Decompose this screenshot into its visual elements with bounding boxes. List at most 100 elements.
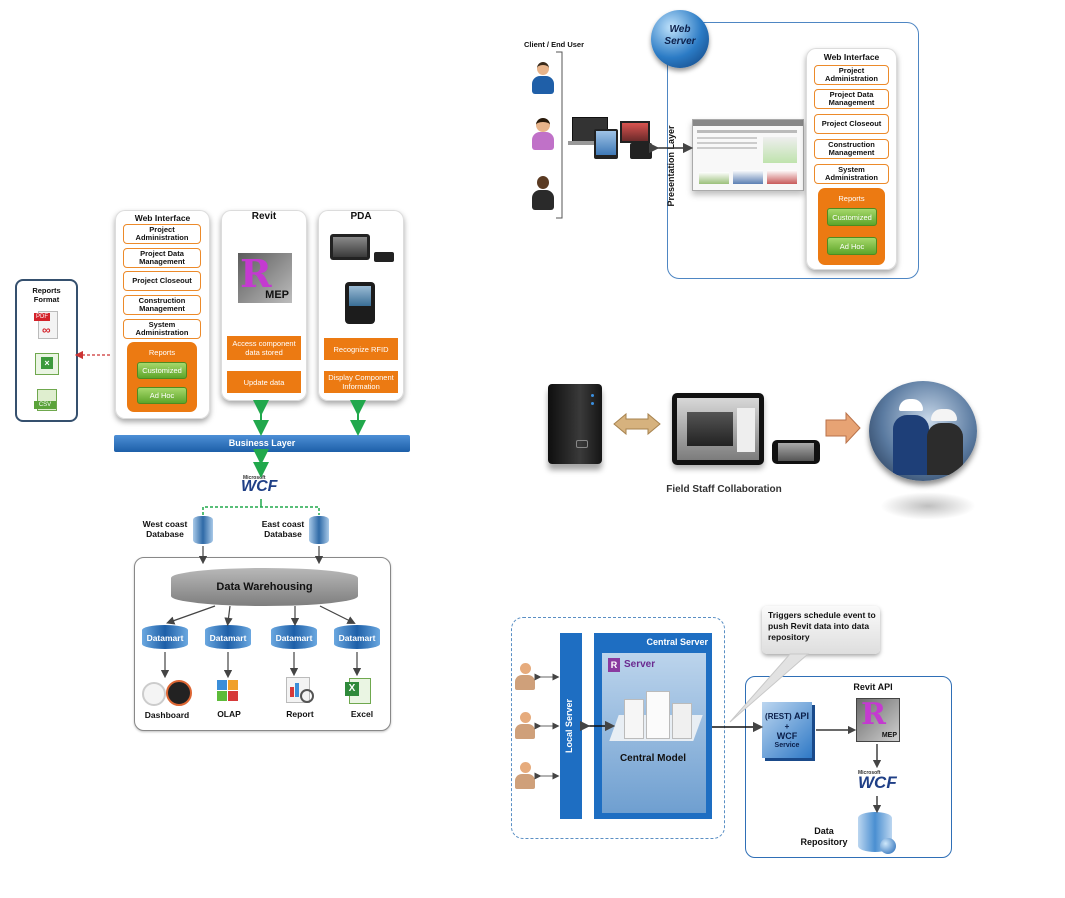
central-server-label: Central Server <box>646 637 708 647</box>
wcf-logo-left: Microsoft WCF <box>233 475 289 497</box>
field-photo-shadow <box>880 492 976 520</box>
west-db-icon <box>193 516 213 544</box>
field-staff-collaboration-label: Field Staff Collaboration <box>666 484 782 495</box>
dashboard-icon <box>140 680 192 706</box>
recognize-rfid-bar: Recognize RFID <box>324 338 398 360</box>
wcf-db-link <box>202 506 320 515</box>
field-phone-icon <box>772 440 820 464</box>
pda-device-icon <box>345 282 375 324</box>
web-interface-panel-left: Web Interface Project Administration Pro… <box>115 210 210 419</box>
access-component-data-bar: Access component data stored <box>227 336 301 360</box>
customized-button[interactable]: Customized <box>137 362 187 379</box>
client-end-user-label: Client / End User <box>523 40 584 49</box>
field-tablet-icon <box>672 393 764 465</box>
wi-item-project-administration[interactable]: Project Administration <box>123 224 201 244</box>
device-staff-arrow <box>825 411 861 445</box>
revit-api-logo: R MEP <box>856 697 900 742</box>
web-interface-title-right: Web Interface <box>823 52 880 62</box>
wi-item-construction-management[interactable]: Construction Management <box>123 295 201 315</box>
pdf-label: PDF <box>34 313 50 321</box>
olap-icon <box>215 678 243 704</box>
revit-mep-text: MEP <box>265 289 289 301</box>
phone-icon <box>374 252 394 262</box>
reports-label: Reports <box>148 348 176 357</box>
adhoc-button[interactable]: Ad Hoc <box>137 387 187 404</box>
server-tablet-double-arrow <box>613 412 661 436</box>
reports-box-right: Reports Customized Ad Hoc <box>818 188 885 265</box>
wi-item-project-closeout[interactable]: Project Closeout <box>123 271 201 291</box>
local-server-bar: Local Server <box>560 633 582 819</box>
rest-api-wcf-box: (REST) API + WCF Service <box>762 702 812 758</box>
central-model-label: Central Model <box>619 753 687 764</box>
api-label: API <box>793 711 809 721</box>
pdf-icon: PDF ∞ <box>34 311 58 339</box>
east-coast-db-label: East coast Database <box>261 519 305 539</box>
data-warehousing-cylinder: Data Warehousing <box>171 568 358 606</box>
customized-button-right[interactable]: Customized <box>827 208 877 226</box>
data-repository-icon <box>858 812 896 854</box>
tablet-icon <box>330 234 370 260</box>
client-devices-icon <box>568 113 654 161</box>
local-user-icon-3 <box>515 762 535 790</box>
output-excel-label: Excel <box>350 709 374 719</box>
trigger-callout: Triggers schedule event to push Revit da… <box>762 606 880 654</box>
datamart-1: Datamart <box>142 625 188 649</box>
web-server-globe: Web Server <box>651 10 709 68</box>
east-db-icon <box>309 516 329 544</box>
excel-output-icon: X <box>345 676 373 704</box>
data-repository-label: Data Repository <box>800 826 848 847</box>
web-interface-title: Web Interface <box>134 213 191 223</box>
update-data-bar: Update data <box>227 371 301 393</box>
csv-icon: CSV <box>34 387 60 413</box>
trigger-callout-text: Triggers schedule event to push Revit da… <box>768 610 876 642</box>
wcf-right-microsoft-label: Microsoft <box>858 770 881 776</box>
wcf-box-label: WCF <box>776 731 798 741</box>
field-staff-photo <box>869 381 977 481</box>
wcf-label: WCF <box>241 478 278 495</box>
reports-format-panel: Reports Format PDF ∞ × CSV <box>15 279 78 422</box>
wi-right-project-closeout[interactable]: Project Closeout <box>814 114 889 134</box>
adhoc-button-right[interactable]: Ad Hoc <box>827 237 877 255</box>
wcf-right-label: WCF <box>858 773 897 792</box>
revit-mep-logo: R MEP <box>238 251 292 303</box>
report-icon <box>282 675 316 705</box>
user-icon-1 <box>532 62 554 96</box>
rest-label: (REST) <box>765 712 792 721</box>
local-user-icon-2 <box>515 712 535 740</box>
plus-label: + <box>784 722 790 731</box>
wi-right-project-data-management[interactable]: Project Data Management <box>814 89 889 109</box>
wi-right-system-administration[interactable]: System Administration <box>814 164 889 184</box>
wi-item-project-data-management[interactable]: Project Data Management <box>123 248 201 268</box>
user-icon-2 <box>532 118 554 152</box>
wh-dm2-arrow <box>224 605 233 627</box>
local-user-icon-1 <box>515 663 535 691</box>
server-revit-icon: R <box>608 658 620 672</box>
wh-dm4-arrow <box>319 605 356 624</box>
user-icon-3 <box>532 176 554 212</box>
reports-format-title: Reports Format <box>32 286 61 304</box>
output-report-label: Report <box>286 709 314 719</box>
wh-dm1-arrow <box>166 605 216 625</box>
output-dashboard-label: Dashboard <box>144 710 190 720</box>
datamart-2: Datamart <box>205 625 251 649</box>
central-model-building <box>609 691 703 743</box>
revit-panel: Revit R MEP Access component data stored… <box>221 210 307 401</box>
revit-title: Revit <box>251 211 277 222</box>
presentation-screenshot <box>692 119 804 191</box>
wcf-logo-right: Microsoft WCF <box>856 770 908 792</box>
reports-label-right: Reports <box>838 194 865 203</box>
wcf-microsoft-label: Microsoft <box>243 475 266 481</box>
web-interface-panel-right: Web Interface Project Administration Pro… <box>806 48 897 270</box>
callout-pointer <box>729 653 810 723</box>
revit-api-label: Revit API <box>853 682 893 692</box>
west-coast-db-label: West coast Database <box>142 519 188 539</box>
business-layer-bar: Business Layer <box>114 435 410 452</box>
pda-title: PDA <box>350 211 372 222</box>
display-component-info-bar: Display Component Information <box>324 371 398 393</box>
output-olap-label: OLAP <box>217 709 241 719</box>
wi-right-construction-management[interactable]: Construction Management <box>814 139 889 159</box>
web-server-title: Web Server <box>664 24 696 47</box>
wi-item-system-administration[interactable]: System Administration <box>123 319 201 339</box>
wi-right-project-administration[interactable]: Project Administration <box>814 65 889 85</box>
